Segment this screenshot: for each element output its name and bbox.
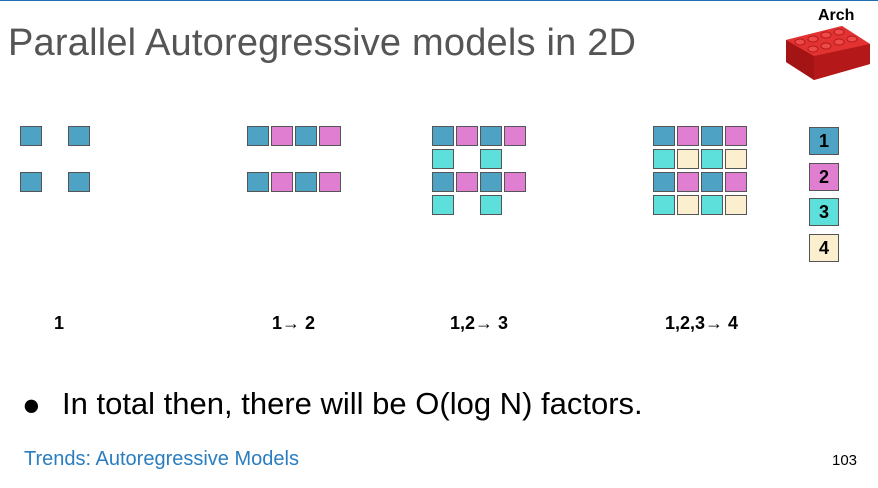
grid-cell (319, 126, 341, 146)
grid-cell (653, 149, 675, 169)
legend-item-3: 3 (809, 198, 839, 226)
grid-cell (20, 172, 42, 192)
stage-label-1: 1 (54, 313, 65, 333)
grid-cell (725, 149, 747, 169)
grid-cell (701, 149, 723, 169)
grid-cell (677, 195, 699, 215)
grid-cell (295, 126, 317, 146)
grid-cell (701, 172, 723, 192)
footer-link[interactable]: Trends: Autoregressive Models (24, 448, 299, 470)
grid-cell (677, 126, 699, 146)
bullet-text: In total then, there will be O(log N) fa… (62, 386, 643, 421)
grid-cell (271, 126, 293, 146)
grid-cell (677, 172, 699, 192)
grid-cell (480, 195, 502, 215)
grid-cell (653, 126, 675, 146)
grid-cell (653, 195, 675, 215)
grid-cell (247, 172, 269, 192)
bullet-dot: ● (22, 387, 41, 422)
grid-cell (247, 126, 269, 146)
grid-cell (319, 172, 341, 192)
grid-cell (295, 172, 317, 192)
grid-cell (432, 126, 454, 146)
grid-cell (653, 172, 675, 192)
grid-cell (432, 149, 454, 169)
grid-cell (68, 172, 90, 192)
grid-cell (432, 195, 454, 215)
grid-cell (677, 149, 699, 169)
grid-cell (271, 172, 293, 192)
top-rule (0, 0, 878, 1)
grid-cell (725, 126, 747, 146)
grid-cell (456, 126, 478, 146)
stage-label-2: 1→ 2 (272, 313, 316, 333)
grid-cell (725, 172, 747, 192)
stage-label-3: 1,2→ 3 (450, 313, 509, 333)
grid-cell (504, 126, 526, 146)
grid-cell (456, 172, 478, 192)
page-number: 103 (832, 452, 858, 469)
legend-item-1: 1 (809, 127, 839, 155)
arch-tag: Arch (818, 7, 855, 24)
grid-cell (701, 126, 723, 146)
grid-cell (432, 172, 454, 192)
legend-item-2: 2 (809, 163, 839, 191)
lego-brick-icon (786, 26, 870, 80)
grid-cell (20, 126, 42, 146)
grid-cell (68, 126, 90, 146)
grid-cell (504, 172, 526, 192)
stage-label-4: 1,2,3→ 4 (665, 313, 739, 333)
grid-cell (480, 149, 502, 169)
slide-title: Parallel Autoregressive models in 2D (8, 22, 637, 64)
grid-cell (725, 195, 747, 215)
legend-item-4: 4 (809, 234, 839, 262)
grid-cell (701, 195, 723, 215)
grid-cell (480, 126, 502, 146)
grid-cell (480, 172, 502, 192)
